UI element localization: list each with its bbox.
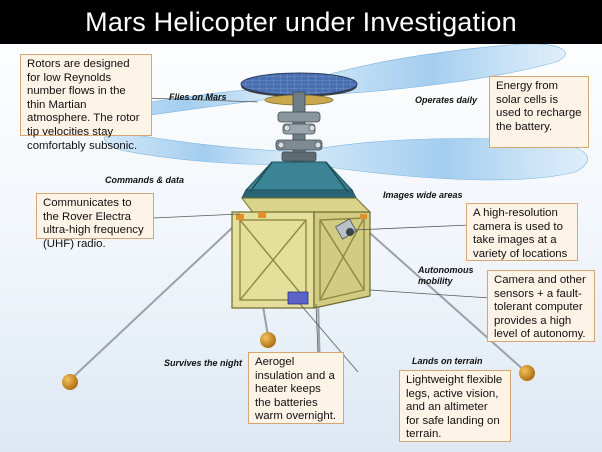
callout-pointer-lines — [145, 97, 491, 373]
rotor-mast — [275, 91, 323, 173]
page-title: Mars Helicopter under Investigation — [0, 0, 602, 44]
tag-autonomous-mobility: Autonomous mobility — [418, 265, 474, 286]
camera-module — [335, 218, 357, 240]
tag-operates-daily: Operates daily — [415, 95, 478, 105]
tag-commands-data: Commands & data — [105, 175, 185, 185]
callout-rotors: Rotors are designed for low Reynolds num… — [20, 54, 152, 152]
teal-support-frame — [241, 161, 357, 199]
tag-flies-on-mars: Flies on Mars — [169, 92, 227, 102]
callout-energy: Energy from solar cells is used to recha… — [489, 76, 589, 148]
callout-aerogel: Aerogel insulation and a heater keeps th… — [248, 352, 344, 424]
lower-rotor-blades — [104, 132, 588, 181]
callout-communicates: Communicates to the Rover Electra ultra-… — [36, 193, 154, 250]
tag-images-wide-areas: Images wide areas — [383, 190, 463, 200]
landing-feet — [62, 332, 535, 390]
callout-sensors: Camera and other sensors + a fault-toler… — [487, 270, 595, 342]
tag-survives-the-night: Survives the night — [164, 358, 243, 368]
callout-legs: Lightweight flexible legs, active vision… — [399, 370, 511, 442]
tag-lands-on-terrain: Lands on terrain — [412, 356, 483, 366]
callout-camera: A high-resolution camera is used to take… — [466, 203, 578, 261]
helicopter-illustration — [62, 44, 588, 390]
fuselage-body — [231, 197, 372, 309]
